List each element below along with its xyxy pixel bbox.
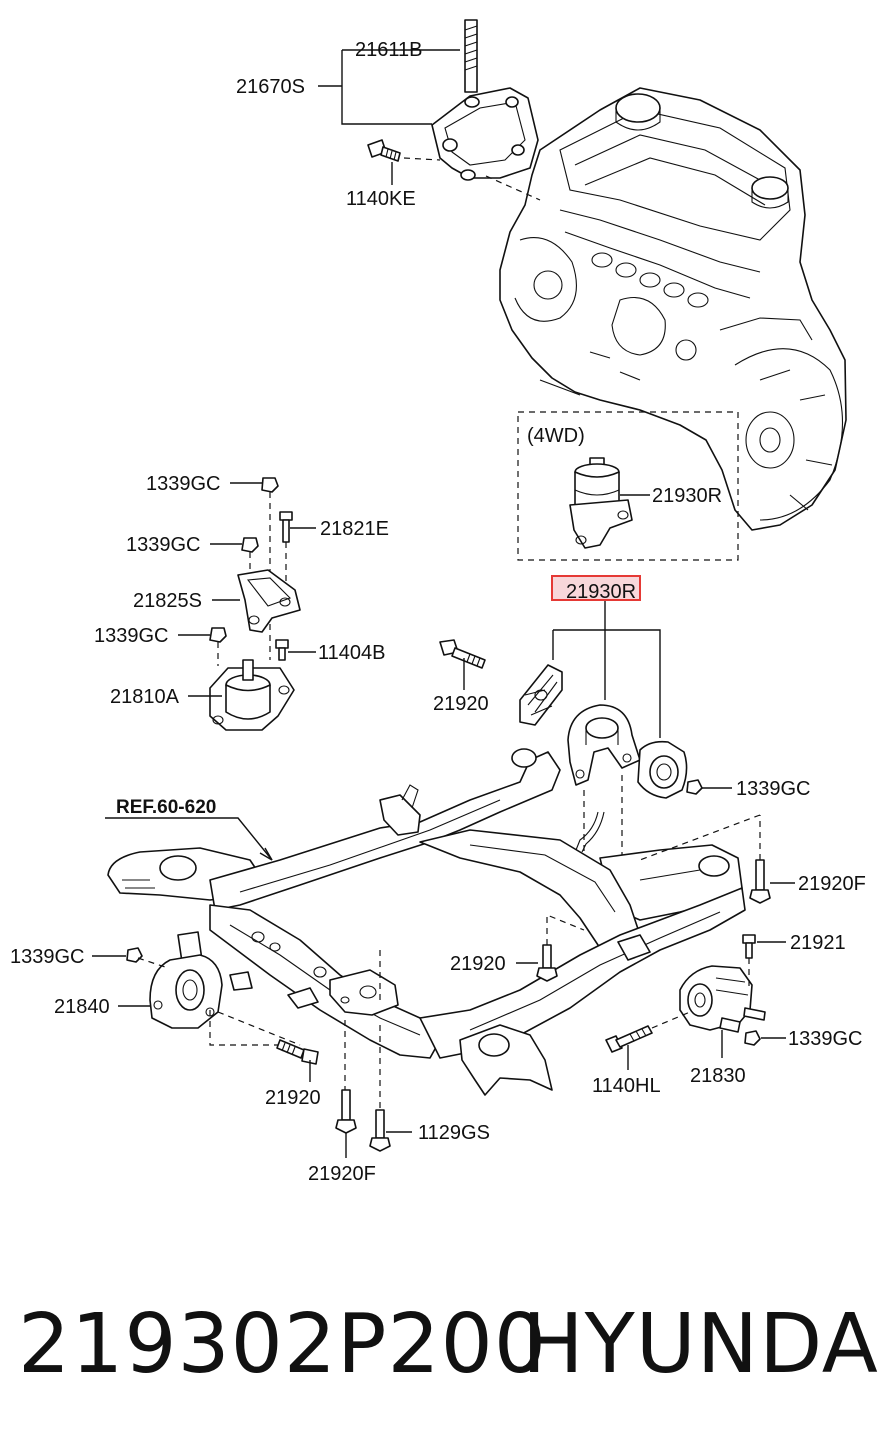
top-bracket-21670s: [367, 19, 541, 201]
label-1339gc-e: 1339GC: [10, 946, 85, 968]
label-21611b: 21611B: [355, 39, 422, 61]
callout-labels: 21611B 21670S 1140KE (4WD) 21930R 21930R…: [10, 39, 866, 1185]
label-1339gc-b: 1339GC: [126, 534, 201, 556]
label-21930r-target: 21930R: [566, 581, 636, 603]
label-ref: REF.60-620: [116, 797, 216, 818]
label-21670s: 21670S: [236, 76, 305, 98]
mount-21830: [335, 814, 771, 1152]
label-21921: 21921: [790, 932, 846, 954]
label-1339gc-a: 1339GC: [146, 473, 221, 495]
label-21920-a: 21920: [433, 693, 489, 715]
left-engine-mount: [209, 477, 301, 731]
parts-diagram: 21611B 21670S 1140KE (4WD) 21930R 21930R…: [10, 19, 866, 1185]
engine-block-drawing: [499, 87, 847, 531]
label-21810a: 21810A: [110, 686, 180, 708]
target-mount-21930r: [439, 600, 703, 890]
footer: 219302P200 HYUNDAI: [0, 1290, 886, 1400]
subframe: [107, 748, 746, 1096]
4wd-inset: [517, 411, 739, 561]
label-1140ke: 1140KE: [346, 188, 416, 210]
label-11404b: 11404B: [318, 642, 385, 664]
highlight-box: [551, 575, 641, 601]
label-21920-c: 21920: [265, 1087, 321, 1109]
label-21920-b: 21920: [450, 953, 506, 975]
label-21920f-b: 21920F: [308, 1163, 376, 1185]
label-1339gc-c: 1339GC: [94, 625, 169, 647]
leader-lines: [92, 49, 795, 1158]
label-21920f-a: 21920F: [798, 873, 866, 895]
label-4wd: (4WD): [527, 425, 585, 447]
mount-21840: [126, 931, 381, 1110]
label-1339gc-d: 1339GC: [736, 778, 811, 800]
label-21825s: 21825S: [133, 590, 202, 612]
label-21821e: 21821E: [320, 518, 389, 540]
label-21830: 21830: [690, 1065, 746, 1087]
label-1140hl: 1140HL: [592, 1075, 661, 1097]
label-1339gc-f: 1339GC: [788, 1028, 863, 1050]
brand-name: HYUNDAI: [522, 1297, 886, 1392]
part-number: 219302P200: [18, 1297, 547, 1392]
label-21930r-4wd: 21930R: [652, 485, 722, 507]
label-1129gs: 1129GS: [418, 1122, 490, 1144]
label-21840: 21840: [54, 996, 110, 1018]
